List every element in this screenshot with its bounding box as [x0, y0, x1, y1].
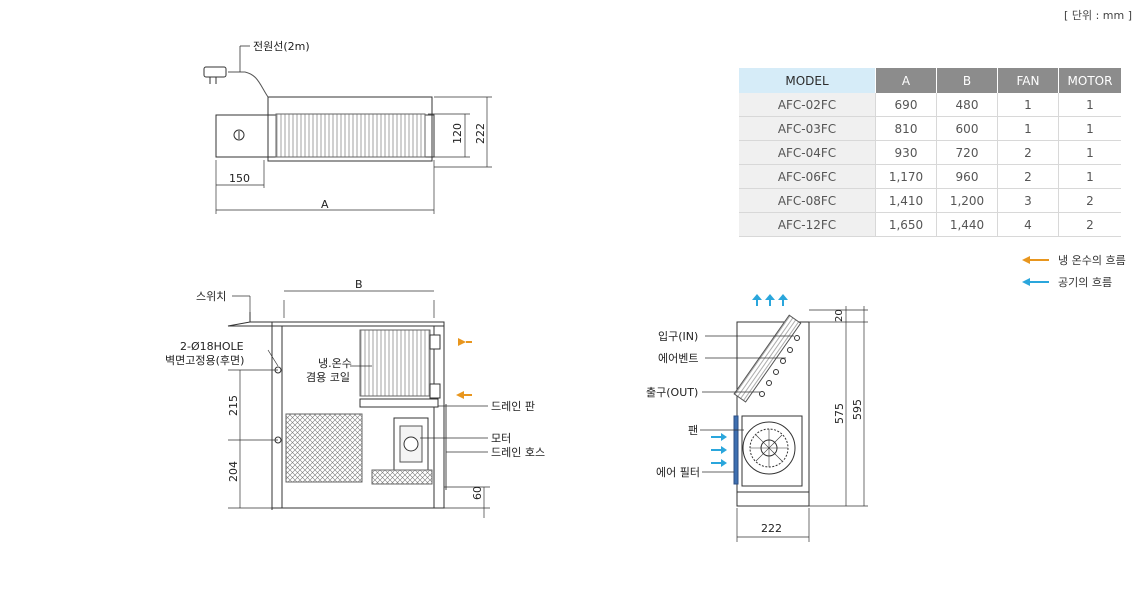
front-view — [227, 290, 490, 518]
cell-a: 1,650 — [875, 212, 937, 237]
switch-label: 스위치 — [196, 290, 226, 303]
drain-pan-label: 드레인 판 — [491, 400, 535, 413]
top-bracket — [227, 321, 445, 327]
unit-note: [ 단위 : mm ] — [1064, 9, 1132, 22]
cell-b: 480 — [936, 93, 998, 117]
dim-60-label: 60 — [471, 486, 484, 500]
table-row: AFC-04FC 930 720 2 1 — [739, 140, 1121, 165]
header-a: A — [875, 68, 937, 93]
cell-model: AFC-02FC — [739, 93, 876, 117]
side-view — [700, 306, 868, 542]
housing-side — [736, 321, 810, 507]
air-arrow-in-icon — [711, 433, 727, 467]
cell-b: 720 — [936, 140, 998, 165]
legend-water-label: 냉 온수의 흐름 — [1058, 254, 1126, 267]
top-view — [203, 45, 492, 214]
cell-b: 960 — [936, 164, 998, 189]
table-row: AFC-03FC 810 600 1 1 — [739, 116, 1121, 141]
cell-motor: 1 — [1058, 164, 1121, 189]
filter-front — [285, 413, 363, 483]
fan-label: 팬 — [688, 424, 698, 437]
table-row: AFC-02FC 690 480 1 1 — [739, 93, 1121, 117]
coil-label-1: 냉.온수 — [318, 357, 352, 370]
legend-air-label: 공기의 흐름 — [1058, 276, 1113, 289]
cell-model: AFC-04FC — [739, 140, 876, 165]
power-cord-line — [228, 71, 269, 98]
cell-b: 600 — [936, 116, 998, 141]
cell-motor: 1 — [1058, 116, 1121, 141]
water-flow-arrow-icon — [1022, 256, 1049, 264]
dim-20-label: 20 — [834, 309, 845, 322]
air-arrow-up-icon — [752, 294, 788, 306]
cell-motor: 1 — [1058, 93, 1121, 117]
header-model: MODEL — [739, 68, 876, 93]
motor-label: 모터 — [491, 432, 511, 445]
cell-motor: 2 — [1058, 188, 1121, 213]
legend-air-flow: 공기의 흐름 — [1022, 275, 1126, 289]
dim-b-label: B — [355, 278, 363, 291]
dim-222-side-label: 222 — [761, 522, 782, 535]
cell-b: 1,200 — [936, 188, 998, 213]
knob-icon — [233, 129, 245, 141]
legend-water-flow: 냉 온수의 흐름 — [1022, 253, 1126, 267]
dim-150-label: 150 — [229, 172, 250, 185]
dim-595-label: 595 — [851, 399, 864, 420]
hole-label-2: 벽면고정용(후면) — [165, 354, 244, 367]
cell-a: 690 — [875, 93, 937, 117]
water-arrow-icon — [456, 338, 472, 399]
cell-fan: 2 — [997, 140, 1059, 165]
outlet-label: 출구(OUT) — [646, 386, 698, 399]
cell-fan: 1 — [997, 93, 1059, 117]
coil-panel-top — [267, 96, 433, 162]
cell-fan: 1 — [997, 116, 1059, 141]
dim-575-label: 575 — [833, 403, 846, 424]
drain-pan-front — [359, 398, 439, 408]
header-b: B — [936, 68, 998, 93]
table-row: AFC-06FC 1,170 960 2 1 — [739, 164, 1121, 189]
plug-icon — [203, 66, 227, 78]
housing-front — [271, 321, 445, 509]
power-cord-label: 전원선(2m) — [253, 40, 310, 53]
header-motor: MOTOR — [1058, 68, 1121, 93]
cell-a: 1,170 — [875, 164, 937, 189]
drain-hose-label: 드레인 호스 — [491, 446, 545, 459]
coil-side — [733, 314, 802, 403]
cell-fan: 4 — [997, 212, 1059, 237]
table-row: AFC-12FC 1,650 1,440 4 2 — [739, 212, 1121, 237]
air-filter-label: 에어 필터 — [656, 466, 700, 479]
header-fan: FAN — [997, 68, 1059, 93]
spec-table: MODEL A B FAN MOTOR AFC-02FC 690 480 1 1… — [739, 68, 1121, 237]
air-flow-arrow-icon — [1022, 278, 1049, 286]
cell-b: 1,440 — [936, 212, 998, 237]
cell-model: AFC-08FC — [739, 188, 876, 213]
coil-front — [359, 329, 431, 397]
dim-215-label: 215 — [227, 395, 240, 416]
air-vent-label: 에어벤트 — [658, 352, 698, 365]
dim-222-top-label: 222 — [474, 123, 487, 144]
cell-a: 930 — [875, 140, 937, 165]
spec-table-header: MODEL A B FAN MOTOR — [739, 68, 1121, 93]
inlet-label: 입구(IN) — [658, 330, 698, 343]
cell-motor: 1 — [1058, 140, 1121, 165]
dim-204-label: 204 — [227, 461, 240, 482]
cell-a: 810 — [875, 116, 937, 141]
cell-fan: 3 — [997, 188, 1059, 213]
cell-model: AFC-12FC — [739, 212, 876, 237]
air-filter-side — [733, 415, 739, 485]
hole-label-1: 2-Ø18HOLE — [180, 340, 244, 353]
table-row: AFC-08FC 1,410 1,200 3 2 — [739, 188, 1121, 213]
cell-fan: 2 — [997, 164, 1059, 189]
dim-a-label: A — [321, 198, 329, 211]
flow-legend: 냉 온수의 흐름 공기의 흐름 — [1022, 253, 1126, 297]
cell-model: AFC-03FC — [739, 116, 876, 141]
cell-model: AFC-06FC — [739, 164, 876, 189]
cell-motor: 2 — [1058, 212, 1121, 237]
coil-fins-top — [275, 113, 426, 158]
dim-120-label: 120 — [451, 123, 464, 144]
coil-label-2: 겸용 코일 — [306, 370, 350, 384]
cell-a: 1,410 — [875, 188, 937, 213]
